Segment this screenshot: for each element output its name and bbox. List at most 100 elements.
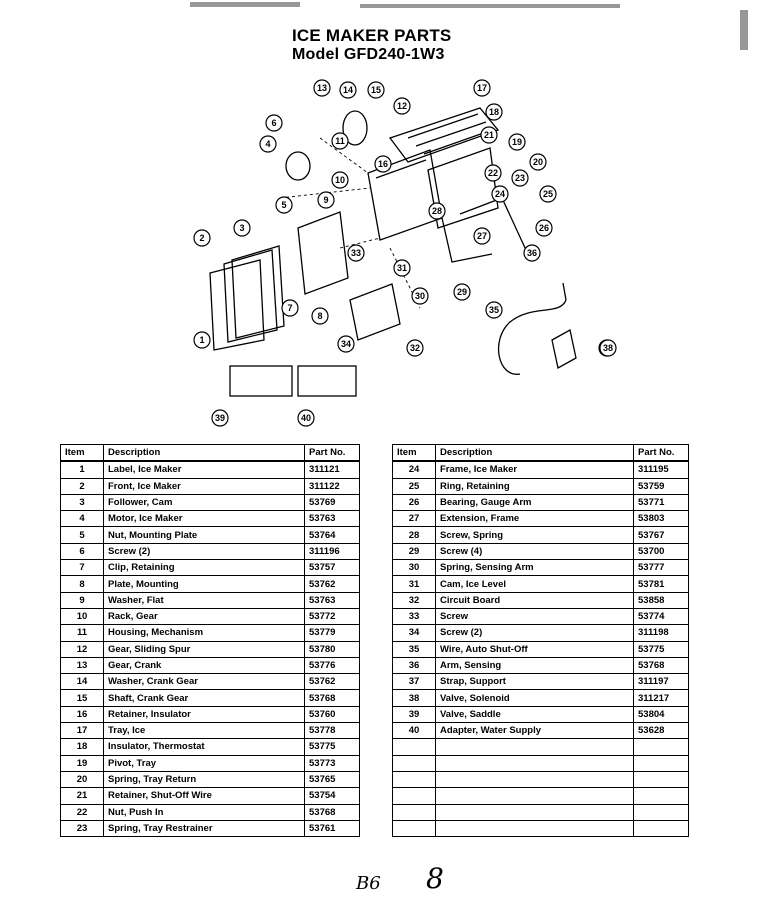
cell-description: Valve, Solenoid — [435, 689, 634, 707]
cell-part-no: 53804 — [633, 705, 689, 724]
cell-item: 7 — [60, 559, 104, 577]
callout-22: 22 — [484, 164, 502, 182]
handwritten-note-left: B6 — [356, 873, 381, 894]
cell-description: Tray, Ice — [103, 722, 305, 740]
callout-23: 23 — [511, 169, 529, 187]
cell-part-no: 53767 — [633, 526, 689, 544]
callout-number: 30 — [415, 291, 425, 301]
callout-38: 38 — [599, 339, 617, 357]
table-header-row: Item Description Part No. — [392, 444, 689, 463]
cell-description — [435, 803, 634, 821]
scan-smudge — [190, 2, 300, 7]
table-row — [392, 754, 689, 772]
cell-item: 4 — [60, 510, 104, 528]
cell-part-no: 53762 — [304, 575, 360, 593]
cell-item: 1 — [60, 460, 104, 479]
callout-26: 26 — [535, 219, 553, 237]
cell-part-no: 53775 — [304, 738, 360, 756]
callout-32: 32 — [406, 339, 424, 357]
cell-item: 18 — [60, 738, 104, 756]
cell-item: 33 — [392, 607, 436, 626]
callout-number: 18 — [489, 107, 499, 117]
cell-description: Bearing, Gauge Arm — [435, 493, 634, 512]
ice-maker-label-shape — [209, 259, 265, 351]
callout-number: 25 — [543, 189, 553, 199]
solenoid-valve-shape — [551, 329, 577, 369]
callout-number: 29 — [457, 287, 467, 297]
cell-item: 6 — [60, 542, 104, 561]
cell-item: 14 — [60, 673, 104, 691]
cell-item — [392, 787, 436, 805]
cell-description: Washer, Crank Gear — [103, 673, 305, 691]
cell-description: Insulator, Thermostat — [103, 738, 305, 756]
callout-number: 21 — [484, 130, 494, 140]
cell-part-no — [633, 754, 689, 772]
cell-part-no: 53803 — [633, 510, 689, 528]
cell-item — [392, 754, 436, 772]
column-header-item: Item — [392, 444, 436, 463]
callout-31: 31 — [393, 259, 411, 277]
callout-8: 8 — [311, 307, 329, 325]
cell-item: 13 — [60, 656, 104, 675]
callout-number: 15 — [371, 85, 381, 95]
cell-description: Screw (2) — [435, 624, 634, 642]
column-header-description: Description — [435, 444, 634, 463]
cell-item: 32 — [392, 591, 436, 609]
cell-item: 16 — [60, 705, 104, 724]
cell-description — [435, 754, 634, 772]
callout-number: 6 — [271, 118, 276, 128]
cell-description — [435, 770, 634, 789]
callout-number: 27 — [477, 231, 487, 241]
cell-description: Ring, Retaining — [435, 477, 634, 495]
callout-number: 39 — [215, 413, 225, 423]
cell-part-no: 53765 — [304, 770, 360, 789]
mounting-plate-shape — [297, 211, 349, 295]
cell-item: 5 — [60, 526, 104, 544]
cell-description: Gear, Crank — [103, 656, 305, 675]
cell-description: Shaft, Crank Gear — [103, 689, 305, 707]
cell-part-no: 53780 — [304, 640, 360, 658]
callout-number: 11 — [335, 136, 345, 146]
cell-description: Retainer, Shut-Off Wire — [103, 787, 305, 805]
cell-description: Housing, Mechanism — [103, 624, 305, 642]
cell-part-no: 53759 — [633, 477, 689, 495]
cell-description: Wire, Auto Shut-Off — [435, 640, 634, 658]
cell-part-no: 311198 — [633, 624, 689, 642]
callout-number: 32 — [410, 343, 420, 353]
cell-part-no: 311196 — [304, 542, 360, 561]
page-title: ICE MAKER PARTS Model GFD240-1W3 — [292, 26, 451, 64]
callout-29: 29 — [453, 283, 471, 301]
callout-39: 39 — [211, 409, 229, 427]
callout-27: 27 — [473, 227, 491, 245]
callout-18: 18 — [485, 103, 503, 121]
column-header-part-no: Part No. — [304, 444, 360, 463]
callout-number: 31 — [397, 263, 407, 273]
column-header-item: Item — [60, 444, 104, 463]
cell-description: Strap, Support — [435, 673, 634, 691]
cell-item — [392, 819, 436, 838]
callout-number: 5 — [281, 200, 286, 210]
cell-part-no: 53754 — [304, 787, 360, 805]
cell-part-no — [633, 787, 689, 805]
cell-item: 17 — [60, 722, 104, 740]
cell-item: 9 — [60, 591, 104, 609]
cell-item: 20 — [60, 770, 104, 789]
cell-part-no: 53774 — [633, 607, 689, 626]
cell-part-no: 53769 — [304, 493, 360, 512]
callout-number: 8 — [317, 311, 322, 321]
cell-item: 38 — [392, 689, 436, 707]
